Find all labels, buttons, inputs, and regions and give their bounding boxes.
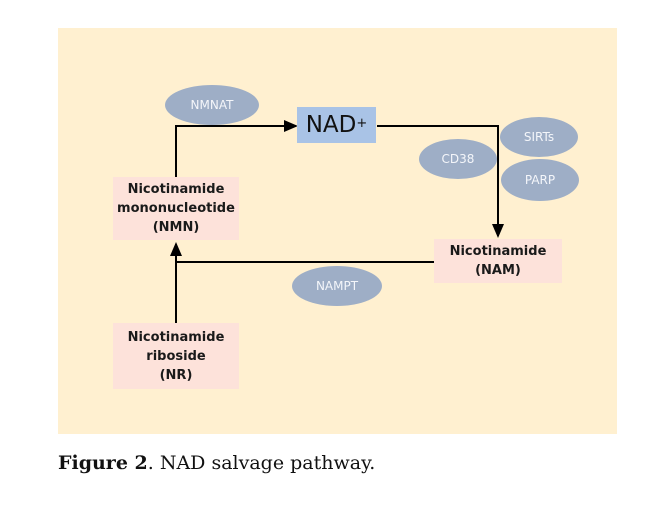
nmn-line3: (NMN) [152,220,200,235]
node-nr: Nicotinamide riboside (NR) [113,323,239,389]
node-nmn: Nicotinamide mononucleotide (NMN) [113,177,239,240]
nad-label: NAD [305,112,357,138]
nr-line3: (NR) [159,367,193,383]
enzyme-nampt: NAMPT [292,266,382,306]
caption-text: . NAD salvage pathway. [147,452,376,474]
figure-caption: Figure 2. NAD salvage pathway. [58,452,375,474]
nam-line2: (NAM) [475,263,521,278]
enzyme-parp: PARP [501,159,579,201]
nmn-line1: Nicotinamide [127,182,225,197]
parp-label: PARP [524,173,556,187]
caption-label: Figure 2 [58,452,148,474]
nr-line2: riboside [146,348,206,364]
node-nad: NAD+ [297,107,376,143]
nampt-label: NAMPT [315,279,359,293]
nmnat-label: NMNAT [190,98,234,112]
node-nam: Nicotinamide (NAM) [434,239,562,283]
nam-line1: Nicotinamide [449,244,547,259]
enzyme-sirts: SIRTs [500,117,578,157]
nad-superscript: + [356,115,368,131]
sirts-label: SIRTs [523,130,555,144]
arrow-nad-to-nam [377,125,504,238]
cd38-label: CD38 [441,152,475,166]
nr-line1: Nicotinamide [127,329,225,345]
enzyme-cd38: CD38 [419,139,497,179]
nmn-line2: mononucleotide [117,201,235,216]
arrow-nmn-to-nad [175,120,298,177]
enzyme-nmnat: NMNAT [165,85,259,125]
